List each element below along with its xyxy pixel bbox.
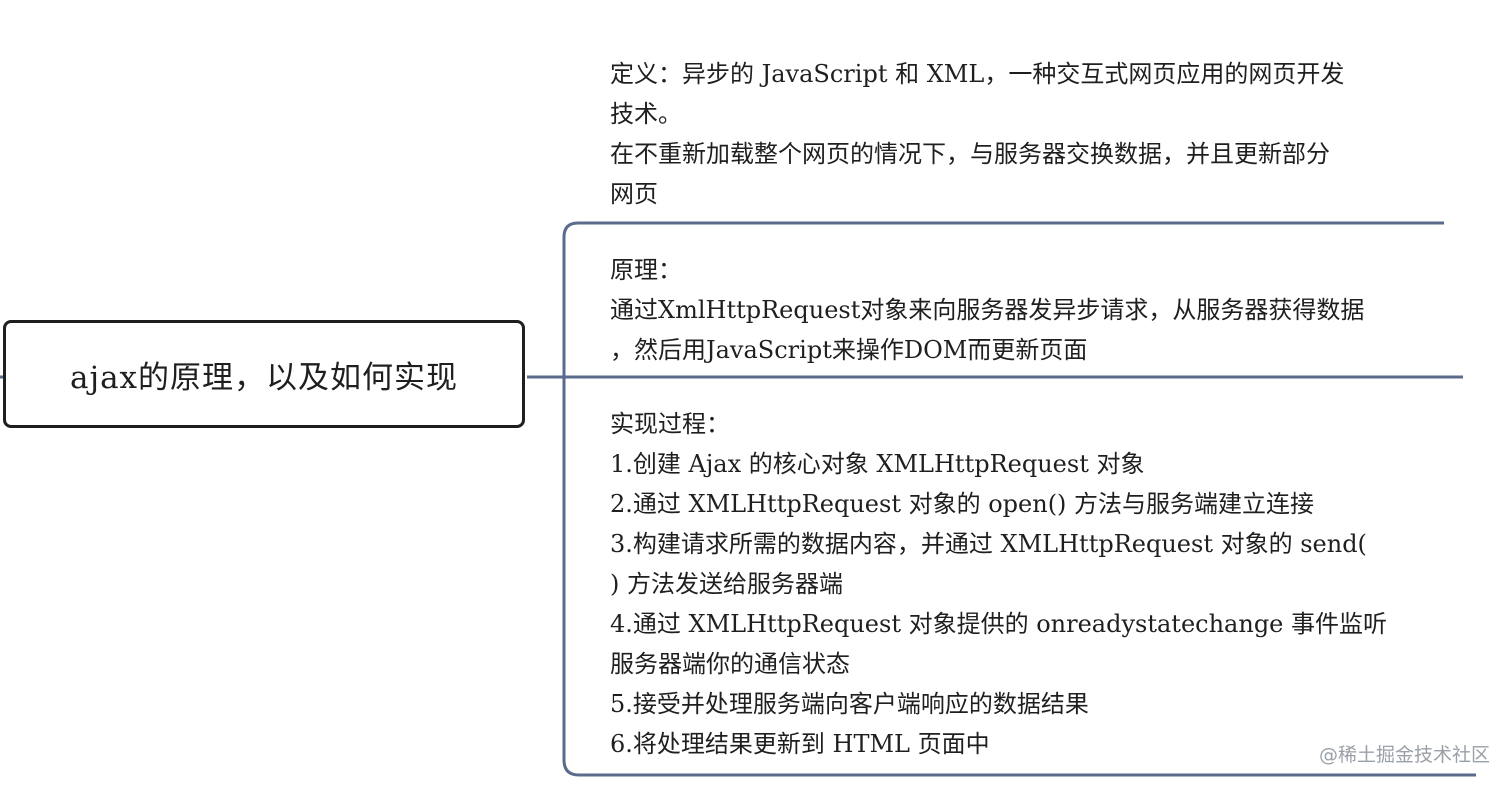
principle-line: 原理： <box>610 256 682 284</box>
implementation-line: 实现过程： <box>610 410 730 438</box>
topic-definition[interactable]: 定义：异步的 JavaScript 和 XML，一种交互式网页应用的网页开发 技… <box>610 54 1430 214</box>
definition-line: 技术。 <box>610 100 682 128</box>
definition-line: 定义：异步的 JavaScript 和 XML，一种交互式网页应用的网页开发 <box>610 60 1345 88</box>
principle-line: ，然后用JavaScript来操作DOM而更新页面 <box>610 336 1088 364</box>
implementation-line: 6.将处理结果更新到 HTML 页面中 <box>610 730 990 758</box>
implementation-line: 3.构建请求所需的数据内容，并通过 XMLHttpRequest 对象的 sen… <box>610 530 1367 558</box>
watermark: @稀土掘金技术社区 <box>1318 744 1490 766</box>
implementation-line: 4.通过 XMLHttpRequest 对象提供的 onreadystatech… <box>610 610 1388 638</box>
implementation-line: 2.通过 XMLHttpRequest 对象的 open() 方法与服务端建立连… <box>610 490 1315 518</box>
definition-line: 网页 <box>610 180 658 208</box>
implementation-line: ) 方法发送给服务器端 <box>610 570 843 598</box>
implementation-line: 5.接受并处理服务端向客户端响应的数据结果 <box>610 690 1089 718</box>
root-node[interactable]: ajax的原理，以及如何实现 <box>3 320 525 428</box>
implementation-line: 1.创建 Ajax 的核心对象 XMLHttpRequest 对象 <box>610 450 1145 478</box>
topic-principle[interactable]: 原理： 通过XmlHttpRequest对象来向服务器发异步请求，从服务器获得数… <box>610 250 1430 370</box>
implementation-line: 服务器端你的通信状态 <box>610 650 850 678</box>
topic-implementation[interactable]: 实现过程： 1.创建 Ajax 的核心对象 XMLHttpRequest 对象 … <box>610 404 1430 764</box>
definition-line: 在不重新加载整个网页的情况下，与服务器交换数据，并且更新部分 <box>610 140 1330 168</box>
root-title: ajax的原理，以及如何实现 <box>69 359 459 396</box>
principle-line: 通过XmlHttpRequest对象来向服务器发异步请求，从服务器获得数据 <box>610 296 1365 324</box>
